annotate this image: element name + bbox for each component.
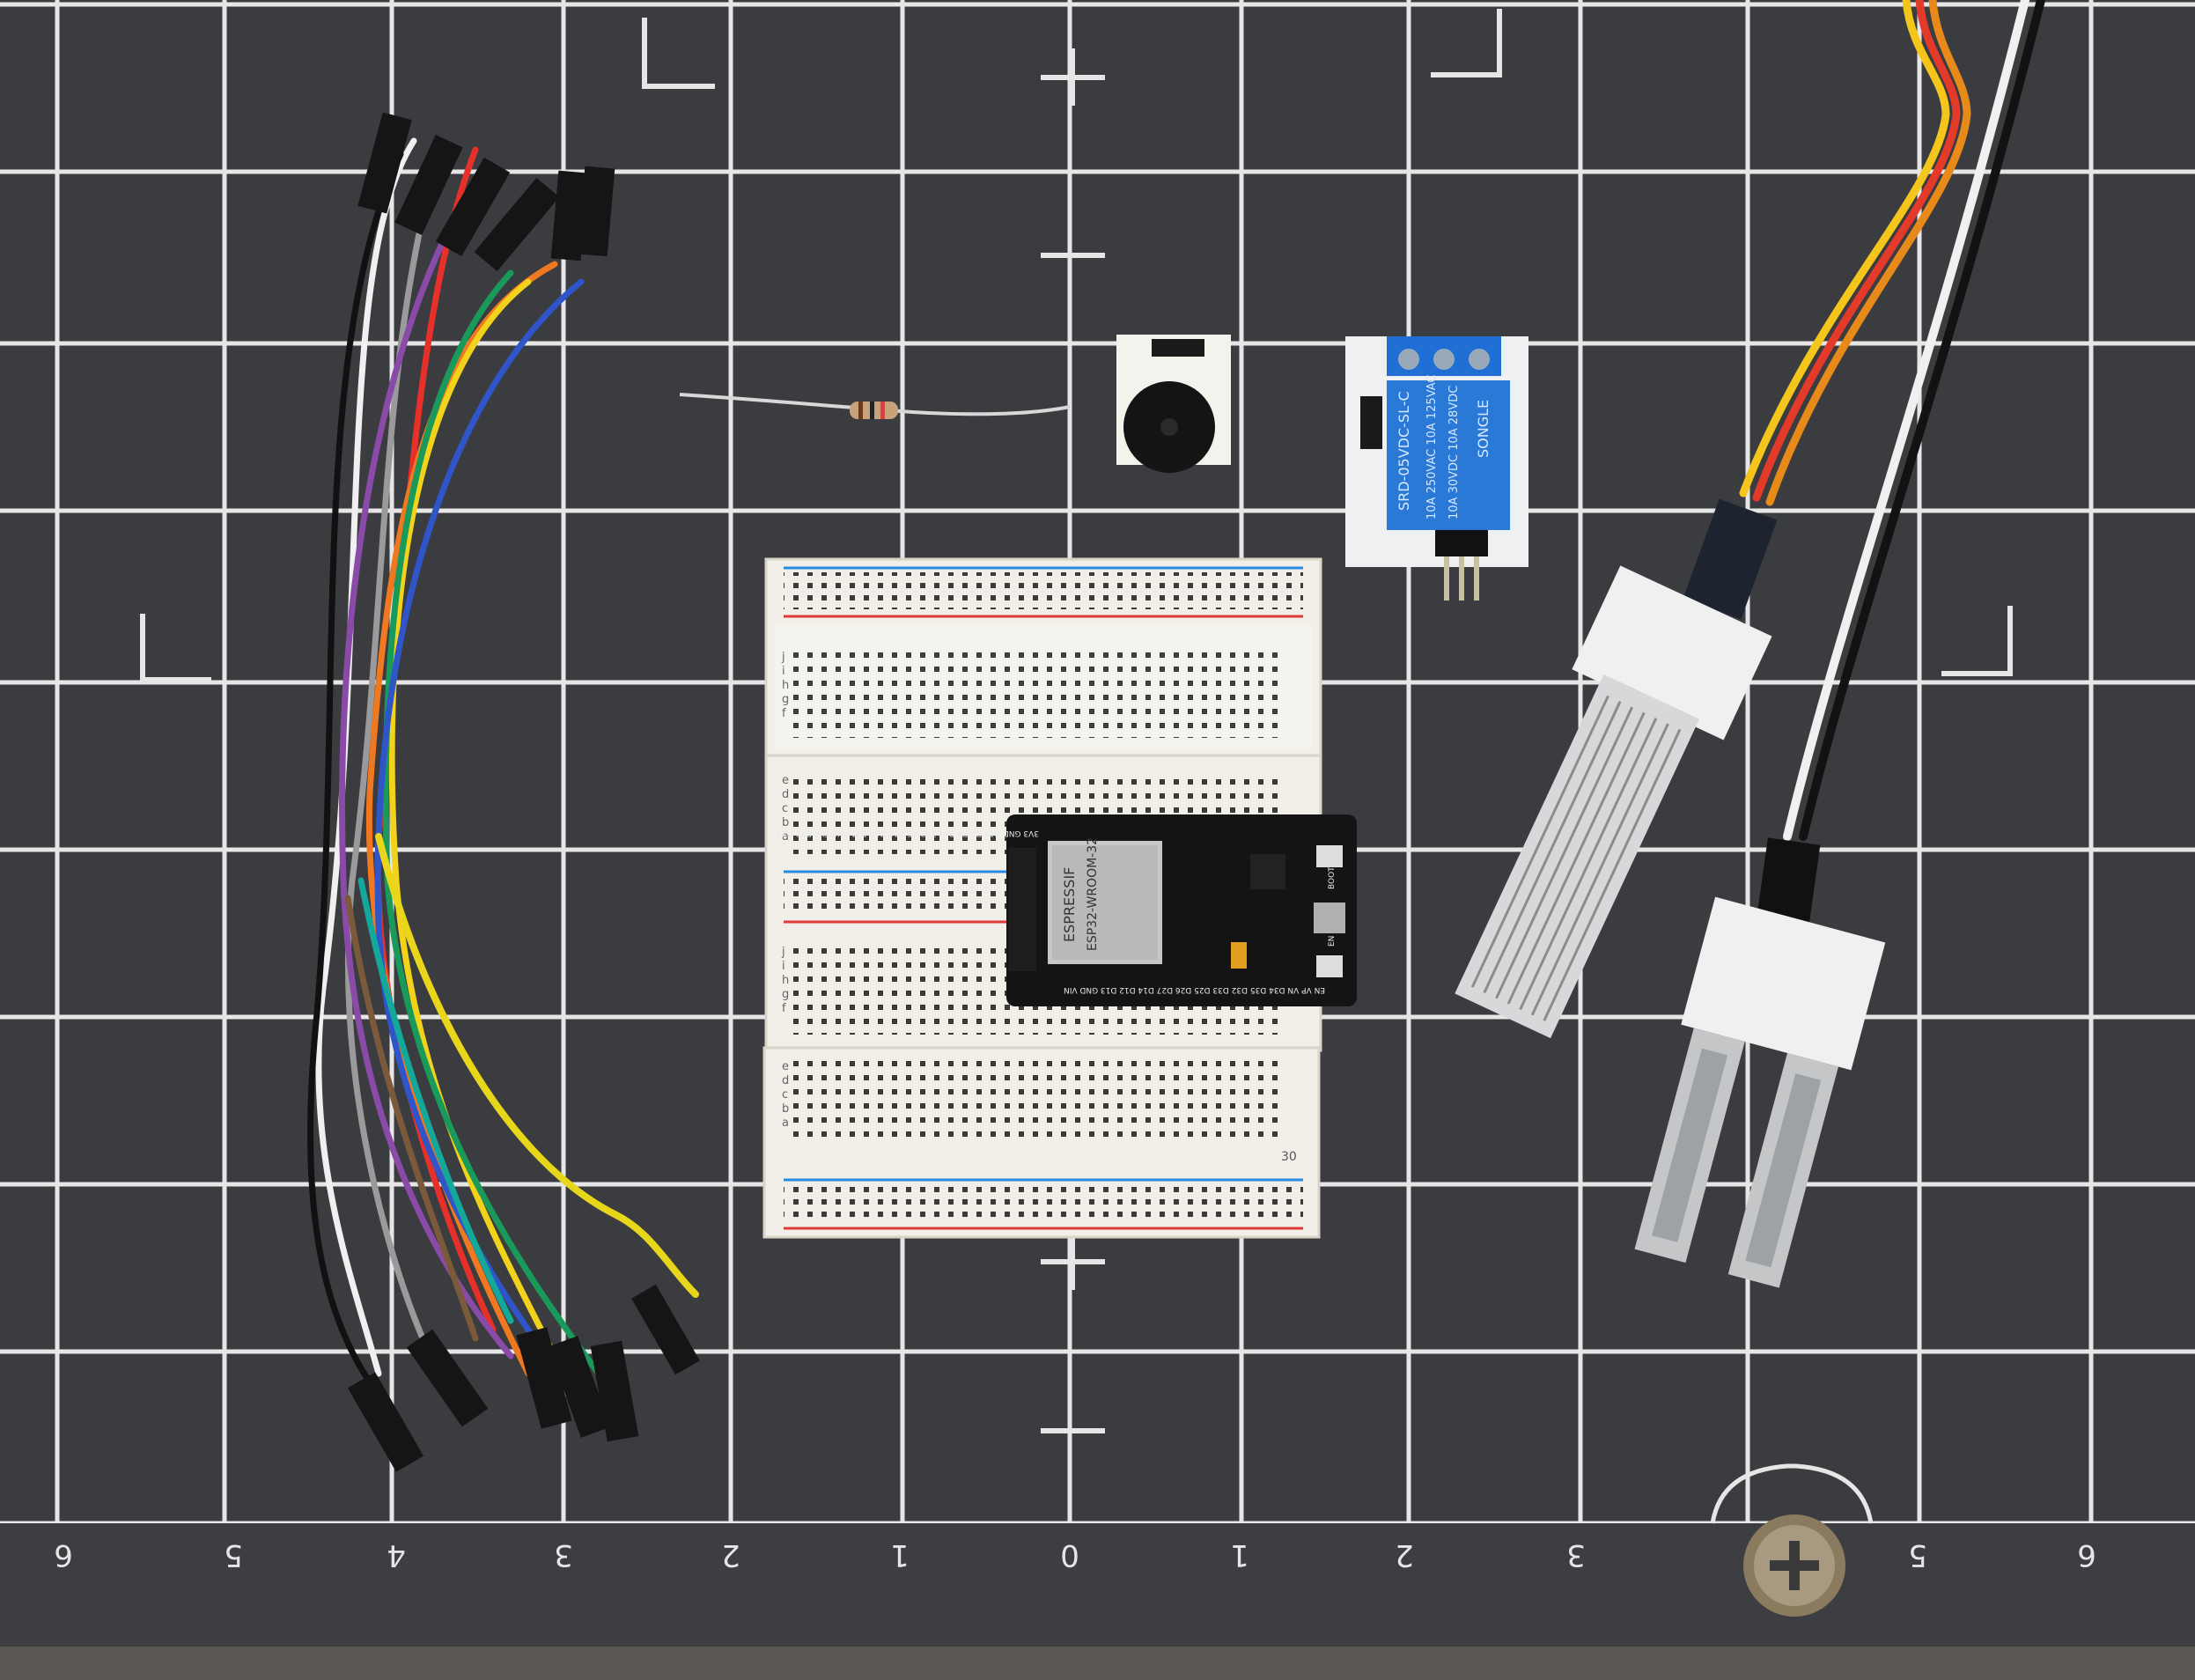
jumper-wire-connectors — [347, 112, 700, 1472]
mat-scale-label: 1 — [890, 1537, 910, 1573]
breadboard-row-letter: d — [782, 1074, 789, 1087]
soil-moisture-sensor — [1634, 896, 1886, 1288]
mat-scale-label: 1 — [1230, 1537, 1249, 1573]
relay-rating-1: 10A 250VAC 10A 125VAC — [1425, 375, 1439, 520]
breadboard-row-letter: c — [782, 1088, 788, 1102]
breadboard-row-letter: c — [782, 802, 788, 815]
water-level-sensor — [1455, 565, 1772, 1039]
esp32-boot-label: BOOT — [1328, 866, 1337, 889]
esp32-module: ESP32-WROOM-32 — [1086, 837, 1100, 951]
breadboard-row-letter: b — [782, 1102, 789, 1116]
mat-scale-label: 5 — [224, 1537, 243, 1573]
esp32-board: ESPRESSIF ESP32-WROOM-32 3V3 GND D15 D2 … — [777, 814, 1357, 1006]
breadboard-row-letter: e — [782, 774, 789, 787]
breadboard-row-letter: a — [782, 1116, 789, 1130]
breadboard-row-letter: g — [782, 988, 789, 1001]
buzzer-module — [1116, 335, 1231, 473]
breadboard-row-letter: j — [781, 946, 785, 959]
mat-scale-label: 3 — [1566, 1537, 1586, 1573]
esp32-bottom-pins: EN VP VN D34 D35 D32 D33 D25 D26 D27 D14… — [1064, 985, 1325, 994]
mat-scale-label: 6 — [54, 1537, 73, 1573]
relay-module: SONGLE SRD-05VDC-SL-C 10A 250VAC 10A 125… — [1345, 336, 1528, 601]
relay-brand: SONGLE — [1475, 400, 1492, 458]
breadboard-row-letter: d — [782, 788, 789, 801]
cable-tape — [1683, 498, 1778, 620]
esp32-brand: ESPRESSIF — [1061, 867, 1078, 942]
esp32-en-label: EN — [1328, 936, 1337, 947]
breadboard-row-letter: i — [782, 960, 785, 973]
mat-scale-label: 4 — [387, 1537, 406, 1573]
mat-scale-label: 5 — [1908, 1537, 1927, 1573]
sensor-cable-2wire — [1783, 0, 2045, 841]
mat-scale-label: 6 — [2077, 1537, 2096, 1573]
sensor-cable-3wire — [1739, 0, 1971, 506]
mat-scale-label: 0 — [1060, 1537, 1079, 1573]
breadboard-row-letter: b — [782, 816, 789, 829]
breadboard-top — [764, 557, 1322, 759]
breadboard-row-letter: h — [782, 679, 789, 692]
mat-scale-label: 3 — [554, 1537, 573, 1573]
jumper-wire-bundle — [307, 137, 699, 1395]
mat-screw — [1710, 1463, 1874, 1617]
mat-edge — [0, 1647, 2195, 1680]
breadboard-row-letter: e — [782, 1060, 789, 1073]
esp32-top-pins: 3V3 GND D15 D2 D4 RX2 TX2 D5 D18 D19 D21… — [777, 829, 1039, 837]
resistor — [679, 393, 1071, 419]
breadboard-row-letter: a — [782, 830, 789, 844]
mat-scale-label: 2 — [721, 1537, 740, 1573]
breadboard-row-letter: h — [782, 974, 789, 987]
breadboard-row-letter: g — [782, 693, 789, 706]
mat-corner-marks — [140, 9, 2013, 1433]
breadboard-column-count: 30 — [1281, 1150, 1297, 1164]
breadboard-row-letter: j — [781, 651, 785, 664]
mat-ruler-strip — [0, 1523, 2195, 1647]
relay-model: SRD-05VDC-SL-C — [1396, 391, 1412, 511]
relay-rating-2: 10A 30VDC 10A 28VDC — [1447, 386, 1461, 519]
breadboard-row-letter: f — [782, 1002, 786, 1015]
breadboard-row-letter: i — [782, 665, 785, 678]
mat-scale-labels: 6 5 4 3 2 1 0 1 2 3 5 6 — [54, 1537, 2096, 1573]
breadboard-row-letter: f — [782, 707, 786, 720]
breadboard-bottom: 30 — [762, 1046, 1321, 1239]
mat-scale-label: 2 — [1395, 1537, 1414, 1573]
